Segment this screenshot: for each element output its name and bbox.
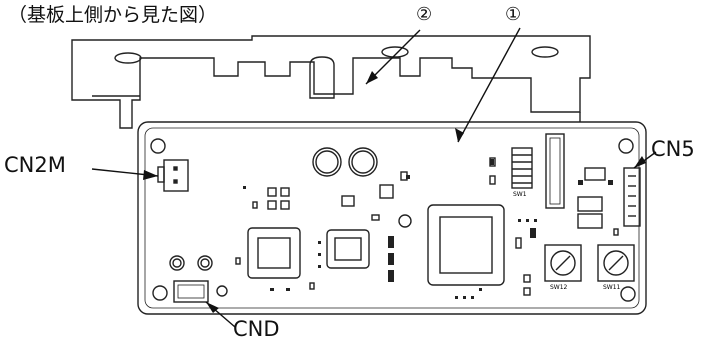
- mounting-hole-br: [620, 286, 636, 302]
- transistor-2: [577, 196, 603, 212]
- cn5-label: CN5: [651, 137, 695, 161]
- cn2m-connector-tab: [157, 166, 165, 183]
- ic-small: [341, 195, 355, 207]
- cn2m-label: CN2M: [4, 153, 66, 177]
- marker1-arrowhead: [455, 128, 464, 142]
- pad-group-c: [267, 200, 277, 210]
- mounting-bracket: [71, 35, 591, 129]
- sw1-silkscreen: SW1: [513, 191, 527, 198]
- capacitor-1-inner: [315, 150, 339, 174]
- capacitor-1: [312, 147, 342, 177]
- pad-group-a: [267, 187, 277, 197]
- dip-switch-sw1: [511, 147, 533, 189]
- led-2-inner: [200, 258, 210, 268]
- pad-group-b: [280, 187, 290, 197]
- cn2m-connector: [163, 159, 189, 192]
- header-connector-inner: [549, 137, 561, 205]
- marker1-leader: [457, 27, 521, 143]
- cn5-connector: [623, 167, 641, 227]
- bracket-hole-left: [114, 52, 142, 64]
- inductor-left-core: [257, 237, 291, 269]
- capacitor-2-inner: [351, 150, 375, 174]
- cn2m-pin-2: [173, 179, 178, 184]
- inductor-middle: [326, 229, 370, 269]
- test-point: [398, 214, 412, 228]
- cnd-connector: [173, 280, 209, 303]
- pcb-board-inner: [144, 127, 640, 309]
- led-2: [197, 255, 213, 271]
- marker-2-label: ②: [416, 4, 433, 25]
- inductor-middle-core: [334, 237, 362, 261]
- inductor-left: [247, 227, 301, 279]
- rotary-switch-sw11-dial: [603, 250, 629, 276]
- bracket-hole-right: [531, 46, 559, 58]
- bracket-hole-center: [381, 46, 409, 58]
- rotary-switch-sw12: [544, 244, 582, 282]
- header-connector: [545, 133, 565, 209]
- pad-group-d: [280, 200, 290, 210]
- cn2m-arrowhead: [143, 170, 158, 180]
- rotary-switch-sw11: [597, 244, 635, 282]
- led-1: [169, 255, 185, 271]
- pcb-board-outline: [137, 121, 647, 315]
- mounting-hole-bl: [152, 285, 168, 301]
- transistor-3: [577, 213, 603, 229]
- sw12-silkscreen: SW12: [550, 284, 568, 291]
- ic-medium: [379, 184, 394, 199]
- transformer-core: [439, 216, 493, 274]
- diagram-title: （基板上側から見た図）: [8, 4, 218, 26]
- sw11-silkscreen: SW11: [603, 284, 621, 291]
- cnd-connector-inner: [177, 284, 205, 299]
- cnd-label: CND: [233, 317, 280, 341]
- marker-1-label: ①: [505, 4, 522, 25]
- mounting-hole-tl: [150, 138, 166, 154]
- mounting-hole-tr: [618, 138, 634, 154]
- transistor-1: [584, 167, 606, 181]
- cn2m-pin-1: [173, 166, 178, 171]
- cnd-arrowhead: [206, 302, 219, 313]
- transformer: [427, 204, 505, 286]
- rotary-switch-sw12-dial: [550, 250, 576, 276]
- marker2-arrowhead: [366, 71, 378, 84]
- led-1-inner: [172, 258, 182, 268]
- cn5-arrowhead: [634, 156, 646, 168]
- capacitor-2: [348, 147, 378, 177]
- test-point-2: [216, 285, 228, 297]
- bracket-tab: [309, 56, 335, 99]
